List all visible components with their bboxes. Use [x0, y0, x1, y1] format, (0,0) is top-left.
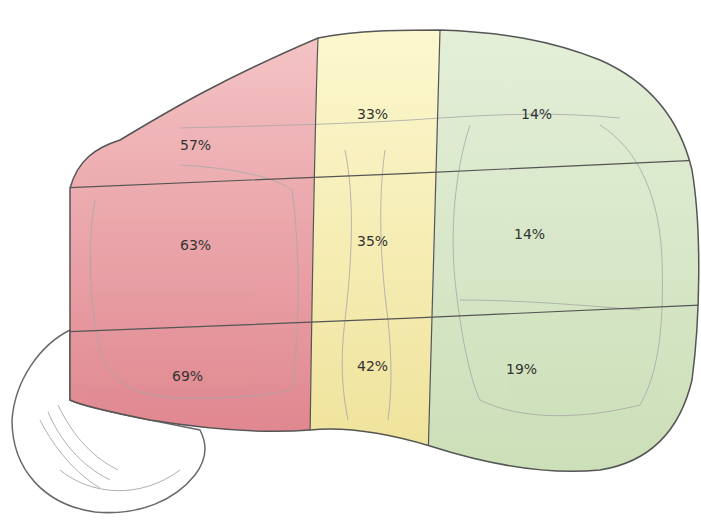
row-divider — [60, 160, 701, 188]
middle-band — [310, 0, 442, 460]
front-band — [0, 0, 320, 440]
brain-outline — [70, 30, 699, 471]
percentage-label: 63% — [180, 238, 211, 252]
row-divider — [60, 305, 701, 332]
percentage-label: 14% — [521, 107, 552, 121]
percentage-label: 57% — [180, 138, 211, 152]
percentage-label: 69% — [172, 369, 203, 383]
percentage-label: 35% — [357, 234, 388, 248]
back-band — [428, 0, 701, 530]
percentage-label: 19% — [506, 362, 537, 376]
percentage-label: 42% — [357, 359, 388, 373]
percentage-label: 14% — [514, 227, 545, 241]
percentage-label: 33% — [357, 107, 388, 121]
